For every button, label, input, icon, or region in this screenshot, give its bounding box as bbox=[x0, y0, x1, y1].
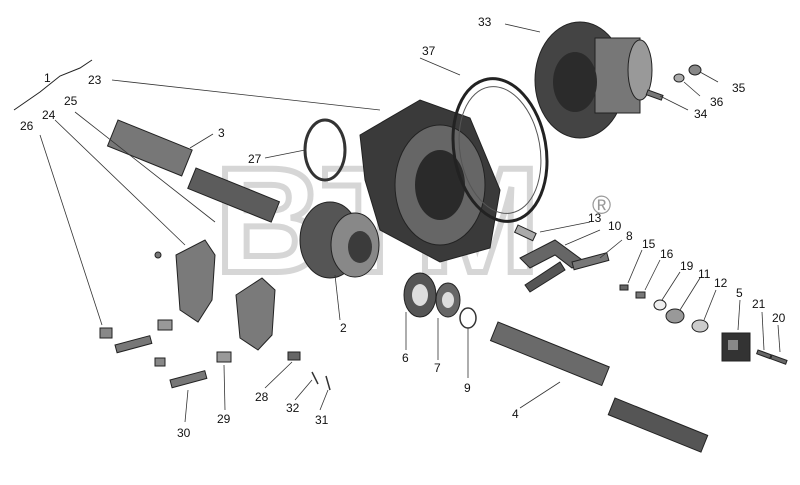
callout-20: 20 bbox=[772, 311, 786, 325]
part-2-gear bbox=[299, 201, 380, 279]
callout-4: 4 bbox=[512, 407, 519, 421]
part-32-pin bbox=[311, 371, 319, 385]
part-31-pin bbox=[325, 375, 331, 391]
part-24-bearing-cap bbox=[175, 239, 216, 323]
callout-labels: 1 2 3 4 5 6 7 8 9 10 11 12 13 15 16 19 2… bbox=[20, 15, 786, 440]
part-4-axle-shaft bbox=[489, 321, 709, 453]
part-1-wire bbox=[13, 59, 93, 111]
callout-29: 29 bbox=[217, 412, 231, 426]
callout-37: 37 bbox=[422, 44, 436, 58]
part-16-spring bbox=[635, 291, 646, 299]
watermark-registered-mark: ® bbox=[592, 190, 611, 220]
callout-23: 23 bbox=[88, 73, 102, 87]
part-25-bearing-cap bbox=[235, 277, 276, 351]
part-13-key bbox=[513, 224, 537, 242]
part-26-dowel bbox=[99, 327, 113, 339]
part-11-seal bbox=[665, 308, 685, 324]
part-30-bolt-lower bbox=[169, 370, 208, 389]
part-30-bolt-upper bbox=[114, 335, 153, 354]
part-8-bolt bbox=[571, 252, 610, 271]
callout-27: 27 bbox=[248, 152, 262, 166]
part-10-fork bbox=[519, 239, 586, 293]
callout-36: 36 bbox=[710, 95, 724, 109]
part-29-lock-plate-lower bbox=[216, 351, 232, 363]
part-28-lock-plate bbox=[287, 351, 301, 361]
part-37-gasket bbox=[451, 77, 549, 223]
callout-21: 21 bbox=[752, 297, 766, 311]
callout-33: 33 bbox=[478, 15, 492, 29]
callout-10: 10 bbox=[608, 219, 622, 233]
part-lock-plate-small bbox=[154, 251, 162, 259]
callout-8: 8 bbox=[626, 229, 633, 243]
part-33-gear-assembly bbox=[534, 21, 653, 139]
callout-34: 34 bbox=[694, 107, 708, 121]
part-36-washer bbox=[673, 73, 685, 83]
callout-6: 6 bbox=[402, 351, 409, 365]
part-3-shaft bbox=[106, 119, 281, 223]
callout-32: 32 bbox=[286, 401, 300, 415]
callout-25: 25 bbox=[64, 94, 78, 108]
part-35-nut bbox=[688, 64, 702, 76]
callout-26: 26 bbox=[20, 119, 34, 133]
part-15-ball bbox=[619, 284, 629, 291]
part-21-pin bbox=[755, 349, 772, 360]
part-12-washer bbox=[691, 319, 709, 333]
callout-7: 7 bbox=[434, 361, 441, 375]
callout-3: 3 bbox=[218, 126, 225, 140]
callout-16: 16 bbox=[660, 247, 674, 261]
part-20-pin bbox=[769, 354, 788, 365]
callout-2: 2 bbox=[340, 321, 347, 335]
callout-35: 35 bbox=[732, 81, 746, 95]
callout-11: 11 bbox=[698, 267, 711, 281]
leader-lines bbox=[39, 23, 781, 423]
part-washer-small bbox=[154, 357, 166, 367]
part-6-bearing bbox=[403, 272, 437, 318]
part-19-plug bbox=[653, 299, 667, 311]
part-5-switch bbox=[721, 332, 751, 362]
callout-9: 9 bbox=[464, 381, 471, 395]
part-34-pin bbox=[645, 89, 664, 101]
part-7-bearing-race bbox=[435, 282, 461, 318]
callout-1: 1 bbox=[44, 71, 51, 85]
callout-19: 19 bbox=[680, 259, 694, 273]
callout-15: 15 bbox=[642, 237, 656, 251]
callout-24: 24 bbox=[42, 108, 56, 122]
part-29-lock-plate-upper bbox=[157, 319, 173, 331]
callout-28: 28 bbox=[255, 390, 269, 404]
callout-5: 5 bbox=[736, 286, 743, 300]
callout-31: 31 bbox=[315, 413, 329, 427]
callout-30: 30 bbox=[177, 426, 191, 440]
part-23-housing bbox=[359, 99, 501, 263]
callout-13: 13 bbox=[588, 211, 602, 225]
callout-12: 12 bbox=[714, 276, 728, 290]
part-9-snap-ring bbox=[459, 307, 477, 329]
